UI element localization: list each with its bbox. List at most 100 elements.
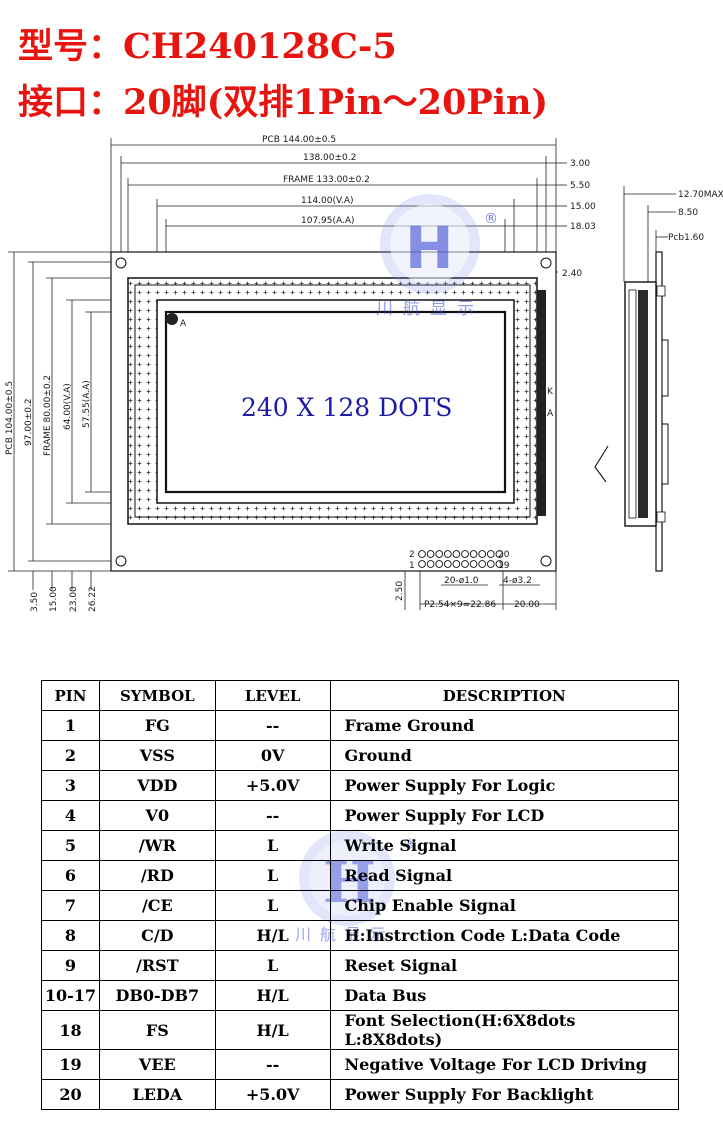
dim-b-1500: 15.00	[49, 586, 59, 612]
dim-r-1500: 15.00	[570, 202, 596, 212]
connector-pin	[435, 560, 444, 568]
dim-va-height: 64.00(V.A)	[63, 383, 73, 430]
dim-b-350: 3.50	[30, 592, 40, 612]
pin-cell: 19	[41, 1049, 100, 1080]
description-cell: Write Signal	[329, 830, 680, 861]
symbol-cell: VDD	[98, 770, 216, 801]
active-area	[164, 310, 507, 494]
description-cell: Power Supply For Backlight	[329, 1079, 680, 1110]
pin-cell: 6	[41, 860, 100, 891]
pin-label-2: 2	[409, 550, 415, 560]
level-cell: 0V	[214, 740, 331, 771]
connector-pin	[426, 550, 435, 558]
connector-pin	[478, 560, 487, 568]
backlight-a-label: A	[547, 409, 554, 419]
backlight-k-label: K	[547, 387, 554, 397]
description-cell: Font Selection(H:6X8dots L:8X8dots)	[329, 1010, 680, 1050]
logo-text: 川航显示	[376, 299, 484, 319]
dim-b-2300: 23.00	[69, 586, 79, 612]
symbol-cell: V0	[98, 800, 216, 831]
connector-dimensions	[400, 570, 557, 610]
level-cell: H/L	[214, 920, 331, 951]
description-cell: Power Supply For Logic	[329, 770, 680, 801]
pin-cell: 9	[41, 950, 100, 981]
description-cell: Frame Ground	[329, 710, 680, 741]
level-cell: +5.0V	[214, 1079, 331, 1110]
description-cell: Read Signal	[329, 860, 680, 891]
description-cell: Data Bus	[329, 980, 680, 1011]
corner-marker	[166, 313, 178, 325]
pin-cell: 4	[41, 800, 100, 831]
level-cell: H/L	[214, 980, 331, 1011]
display-resolution-label: 240 X 128 DOTS	[241, 393, 452, 422]
mount-hole-br	[540, 555, 552, 567]
side-pcb: Pcb1.60	[668, 233, 704, 243]
side-850: 8.50	[678, 208, 698, 218]
description-cell: Chip Enable Signal	[329, 890, 680, 921]
brand-logo: H ® 川航显示	[376, 194, 498, 319]
symbol-cell: VEE	[98, 1049, 216, 1080]
svg-text:H: H	[405, 214, 454, 282]
connector-pin	[443, 550, 452, 558]
pin-label-19: 19	[498, 561, 510, 571]
symbol-cell: C/D	[98, 920, 216, 951]
connector-pin	[461, 560, 469, 568]
level-cell: L	[214, 830, 331, 861]
pin-header	[418, 550, 504, 568]
connector-pin	[486, 550, 495, 558]
connector-pin	[452, 550, 461, 558]
mount-hole-tr	[540, 257, 552, 269]
symbol-cell: DB0-DB7	[98, 980, 216, 1011]
level-cell: --	[214, 1049, 331, 1080]
connector-pin	[443, 560, 452, 568]
connector-pin	[495, 550, 504, 558]
dim-pcb-width: PCB 144.00±0.5	[262, 135, 336, 145]
header-pin: PIN	[41, 680, 100, 711]
pin-cell: 5	[41, 830, 100, 861]
description-cell: Negative Voltage For LCD Driving	[329, 1049, 680, 1080]
description-cell: Ground	[329, 740, 680, 771]
pin-cell: 18	[41, 1010, 100, 1050]
dim-r-550: 5.50	[570, 181, 590, 191]
symbol-cell: LEDA	[98, 1079, 216, 1110]
level-cell: --	[214, 800, 331, 831]
dim-frame-height: FRAME 80.00±0.2	[43, 375, 53, 456]
description-cell: H:Instrction Code L:Data Code	[329, 920, 680, 951]
description-cell: Reset Signal	[329, 950, 680, 981]
interface-title: 接口：20脚(双排1Pin～20Pin)	[18, 82, 549, 123]
symbol-cell: /RST	[98, 950, 216, 981]
description-cell: Power Supply For LCD	[329, 800, 680, 831]
symbol-cell: FS	[98, 1010, 216, 1050]
level-cell: L	[214, 890, 331, 921]
side-view	[594, 251, 669, 572]
connector-pin	[418, 550, 426, 558]
symbol-cell: /WR	[98, 830, 216, 861]
connector-height: 2.50	[395, 581, 405, 601]
header-symbol: SYMBOL	[98, 680, 216, 711]
dim-r-300: 3.00	[570, 159, 590, 169]
symbol-cell: VSS	[98, 740, 216, 771]
pin-label-20: 20	[498, 550, 510, 560]
corner-label: A	[180, 319, 187, 329]
pin-cell: 1	[41, 710, 100, 741]
hole-spec: 20-ø1.0	[444, 576, 479, 586]
symbol-cell: /RD	[98, 860, 216, 891]
dim-frame-width: FRAME 133.00±0.2	[283, 175, 370, 185]
connector-pin	[426, 560, 435, 568]
connector-pin	[486, 560, 495, 568]
connector-pin	[461, 550, 469, 558]
dim-aa-height: 57.55(A.A)	[82, 380, 92, 428]
side-thickness: 12.70MAX	[678, 190, 723, 200]
connector-pin	[495, 560, 504, 568]
mechanical-drawing: PCB 144.00±0.5 138.00±0.2 FRAME 133.00±0…	[5, 135, 723, 612]
connector-pin	[469, 560, 478, 568]
